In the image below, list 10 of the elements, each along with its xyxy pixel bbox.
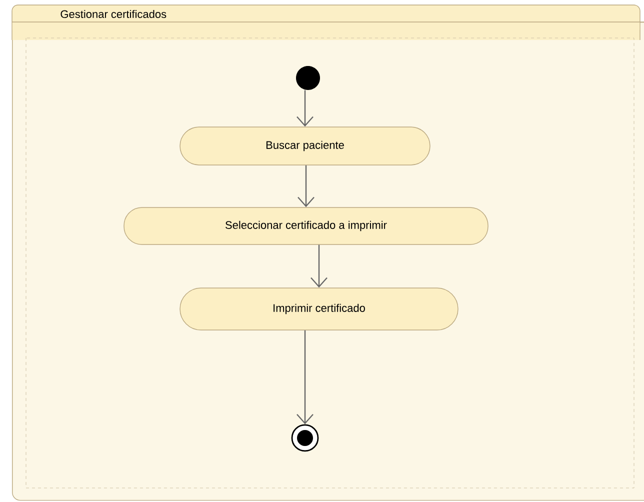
end-node [291, 424, 319, 452]
arrow [296, 330, 314, 424]
arrow [310, 244, 328, 288]
action-box: Imprimir certificado [180, 288, 458, 330]
arrow [296, 90, 314, 127]
node-label: Gestionar certificados [60, 10, 166, 18]
start-node [296, 66, 320, 90]
arrow [298, 165, 314, 208]
action-box: Seleccionar certificado a imprimir [124, 207, 488, 245]
action-box: Buscar paciente [180, 126, 430, 166]
